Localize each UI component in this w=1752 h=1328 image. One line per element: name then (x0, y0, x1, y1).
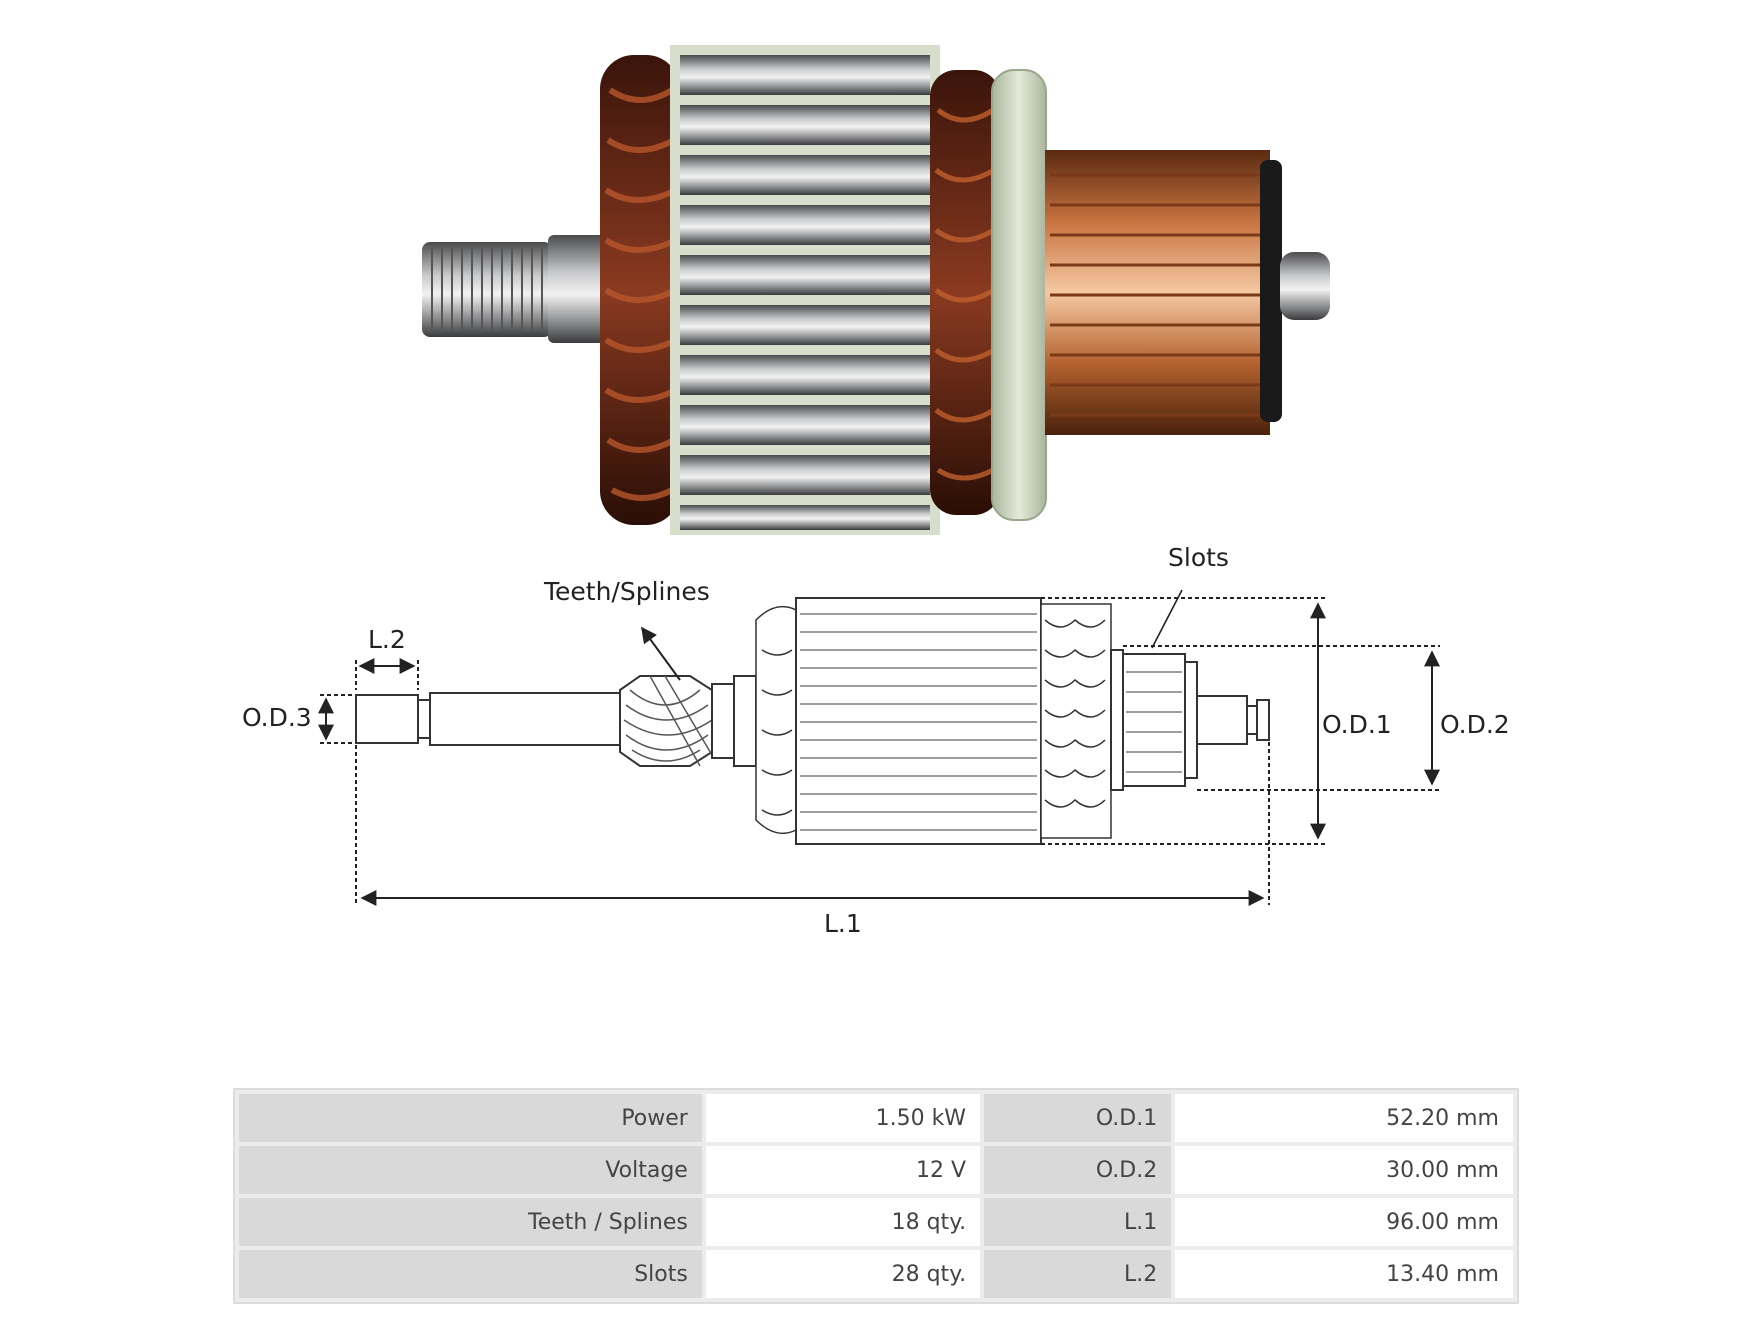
spec-table: Power 1.50 kW O.D.1 52.20 mm Voltage 12 … (233, 1088, 1519, 1304)
label-l2: L.2 (368, 625, 406, 654)
spec-label: Power (239, 1094, 702, 1142)
table-row: Voltage 12 V O.D.2 30.00 mm (239, 1146, 1513, 1194)
table-row: Power 1.50 kW O.D.1 52.20 mm (239, 1094, 1513, 1142)
label-slots: Slots (1168, 543, 1229, 572)
spec-label: O.D.2 (984, 1146, 1172, 1194)
armature-shaft-end (1280, 252, 1330, 320)
spec-value: 12 V (705, 1146, 981, 1194)
label-teeth-splines: Teeth/Splines (543, 577, 710, 606)
spec-label: L.2 (984, 1250, 1172, 1298)
armature-windings-left (600, 55, 680, 525)
drawing-windings-left (755, 605, 797, 835)
spec-value: 1.50 kW (705, 1094, 981, 1142)
spec-label: Slots (239, 1250, 702, 1298)
commutator (1045, 150, 1282, 435)
dimension-lines (318, 589, 1440, 906)
table-row: Slots 28 qty. L.2 13.40 mm (239, 1250, 1513, 1298)
label-od1: O.D.1 (1322, 710, 1392, 739)
spec-label: Voltage (239, 1146, 702, 1194)
spec-label: Teeth / Splines (239, 1198, 702, 1246)
label-l1: L.1 (824, 909, 862, 938)
spec-value: 13.40 mm (1175, 1250, 1513, 1298)
spec-value: 28 qty. (705, 1250, 981, 1298)
spec-value: 30.00 mm (1175, 1146, 1513, 1194)
spec-value: 96.00 mm (1175, 1198, 1513, 1246)
armature-core (670, 45, 940, 535)
label-od2: O.D.2 (1440, 710, 1510, 739)
spec-label: O.D.1 (984, 1094, 1172, 1142)
spec-label: L.1 (984, 1198, 1172, 1246)
shaft-outline (355, 675, 757, 767)
dimension-drawing: Teeth/Splines Slots L.2 O.D.3 L.1 O.D.1 … (242, 543, 1510, 938)
drawing-windings-right (1040, 603, 1112, 839)
armature-photo (422, 45, 1330, 535)
spec-value: 18 qty. (705, 1198, 981, 1246)
label-od3: O.D.3 (242, 703, 312, 732)
spec-value: 52.20 mm (1175, 1094, 1513, 1142)
armature-windings-right (930, 70, 1000, 515)
table-row: Teeth / Splines 18 qty. L.1 96.00 mm (239, 1198, 1513, 1246)
drawing-core (795, 597, 1042, 845)
armature-shaft-spline (422, 235, 608, 343)
drawing-commutator (1110, 649, 1270, 791)
